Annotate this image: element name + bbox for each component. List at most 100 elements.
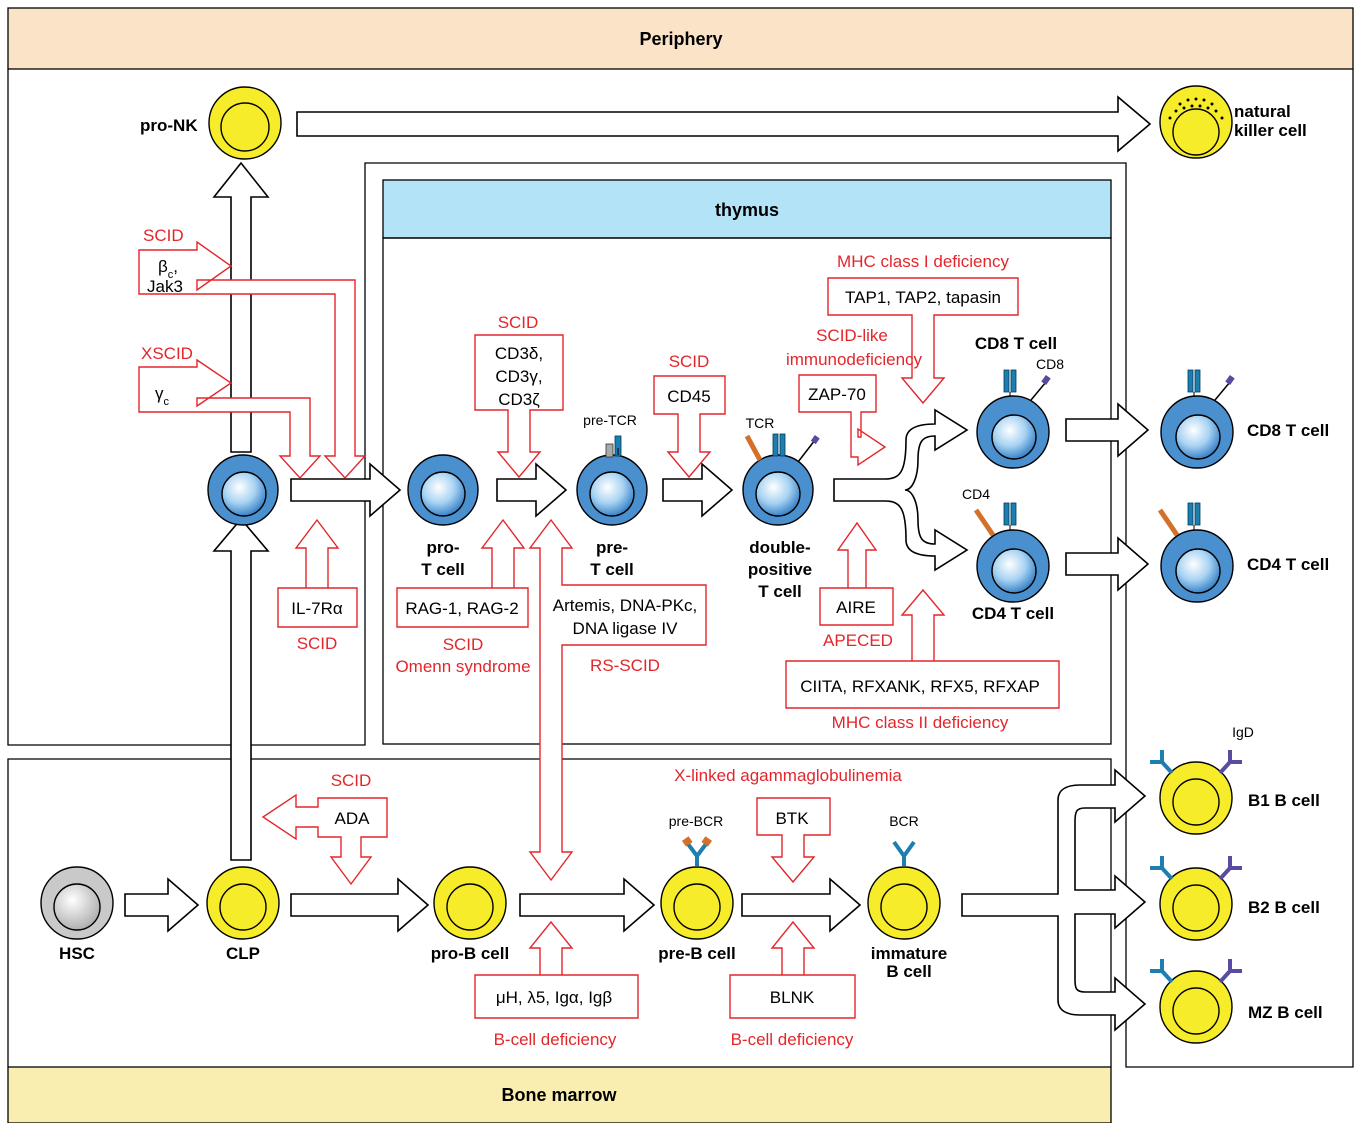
cd8-periphery-label: CD8 T cell [1247,421,1329,440]
mz-b-cell [1150,959,1242,1044]
gene-ciita: CIITA, RFXANK, RFX5, RFXAP [800,677,1040,696]
block-zap70 [798,374,887,467]
cd4-periphery-cell [1157,502,1234,603]
dp-label-1: double- [749,538,810,557]
thymus-label: thymus [715,200,779,220]
clp-label: CLP [226,944,260,963]
arrow-cd4-exit [1065,536,1150,592]
hsc-cell [40,866,114,940]
arrow-hsc-to-clp [124,877,200,933]
bone-marrow-label: Bone marrow [501,1085,617,1105]
gene-aire: AIRE [836,598,876,617]
disease-xla: X-linked agammaglobulinemia [674,766,902,785]
b1-cell [1150,750,1242,835]
arrow-to-pro-t [290,462,402,518]
bone-marrow-region: Bone marrow [7,758,1112,1123]
pre-b-cell [660,836,734,940]
gene-cd45: CD45 [667,387,710,406]
gene-cd3d: CD3δ, [495,344,543,363]
disease-bdef-2: B-cell deficiency [731,1030,854,1049]
arrow-pronk-to-nk [296,95,1152,153]
gene-artemis-2: DNA ligase IV [573,619,679,638]
disease-rs-scid: RS-SCID [590,656,660,675]
disease-scid-cd3: SCID [498,313,539,332]
immature-b-label-2: B cell [886,962,931,981]
disease-bdef-1: B-cell deficiency [494,1030,617,1049]
cd8-periphery-cell [1160,369,1235,469]
mz-b-label: MZ B cell [1248,1003,1323,1022]
pro-t-cell [407,454,479,526]
block-gc [138,358,322,480]
nk-label-1: natural [1234,102,1291,121]
block-il7ra [277,518,358,628]
pre-b-label: pre-B cell [658,944,735,963]
tcr-label: TCR [746,415,775,431]
gene-tap: TAP1, TAP2, tapasin [845,288,1001,307]
block-tap [827,277,1019,405]
arrow-clp-to-pro-b [290,877,430,933]
block-ciita [785,588,1060,709]
gene-muh: μH, λ5, Igα, Igβ [496,988,613,1007]
gene-cd3g: CD3γ, [495,367,542,386]
gene-bc: βc, [158,257,178,281]
defects-layer: SCID βc, Jak3 XSCID γc IL-7Rα SCID SCID … [138,226,1060,1049]
block-blnk [729,920,856,1019]
disease-scid-cd45: SCID [669,352,710,371]
pro-b-cell [433,866,507,940]
b2-cell [1150,856,1242,941]
immature-b-label-1: immature [871,944,948,963]
pro-t-label-1: pro- [426,538,459,557]
disease-scid-like-2: immunodeficiency [786,350,923,369]
disease-scid-like-1: SCID-like [816,326,888,345]
gene-rag: RAG-1, RAG-2 [405,599,518,618]
arrow-dp-split [833,408,969,572]
cd4-thymus-cell [973,502,1050,603]
arrow-pre-t-to-dp [662,462,734,518]
disease-omenn: Omenn syndrome [395,657,530,676]
double-positive-cell [742,433,820,526]
disease-mhc1: MHC class I deficiency [837,252,1009,271]
nk-granules [1168,97,1224,120]
block-cd3 [474,334,564,479]
cd4-label: CD4 [962,486,990,502]
pro-nk-cell [208,86,282,160]
nk-label-2: killer cell [1234,121,1307,140]
pro-b-label: pro-B cell [431,944,509,963]
nk-cell [1159,85,1233,159]
disease-scid-il7: SCID [297,634,338,653]
bcr-label: BCR [889,813,919,829]
gene-jak3: Jak3 [147,277,183,296]
arrow-pre-b-to-immature [741,877,862,933]
pre-t-cell [576,435,648,526]
block-rag [396,518,529,628]
arrow-pro-t-to-pre-t [496,462,568,518]
pre-t-label-2: T cell [590,560,633,579]
gene-blnk: BLNK [770,988,815,1007]
gene-artemis-1: Artemis, DNA-PKc, [553,596,698,615]
cd8-thymus-cell [976,369,1051,469]
block-aire [819,521,894,626]
arrow-cd8-exit [1065,402,1150,458]
cd4-periphery-label: CD4 T cell [1247,555,1329,574]
dp-label-2: positive [748,560,812,579]
b2-label: B2 B cell [1248,898,1320,917]
gene-il7ra: IL-7Rα [291,599,343,618]
arrow-pro-b-to-pre-b [519,877,656,933]
t-progenitor-cell [207,454,279,526]
dp-label-3: T cell [758,582,801,601]
cd8-label: CD8 [1036,356,1064,372]
disease-mhc2: MHC class II deficiency [832,713,1009,732]
block-bc-jak3 [138,240,367,480]
periphery-region: Periphery [7,7,1354,1068]
gene-btk: BTK [775,809,809,828]
b1-label: B1 B cell [1248,791,1320,810]
block-muh [474,920,639,1019]
immature-b-cell [867,840,941,940]
gene-zap70: ZAP-70 [808,385,866,404]
hsc-label: HSC [59,944,95,963]
gene-gc: γc [155,384,170,408]
block-btk [756,797,831,884]
gene-ada: ADA [335,809,371,828]
